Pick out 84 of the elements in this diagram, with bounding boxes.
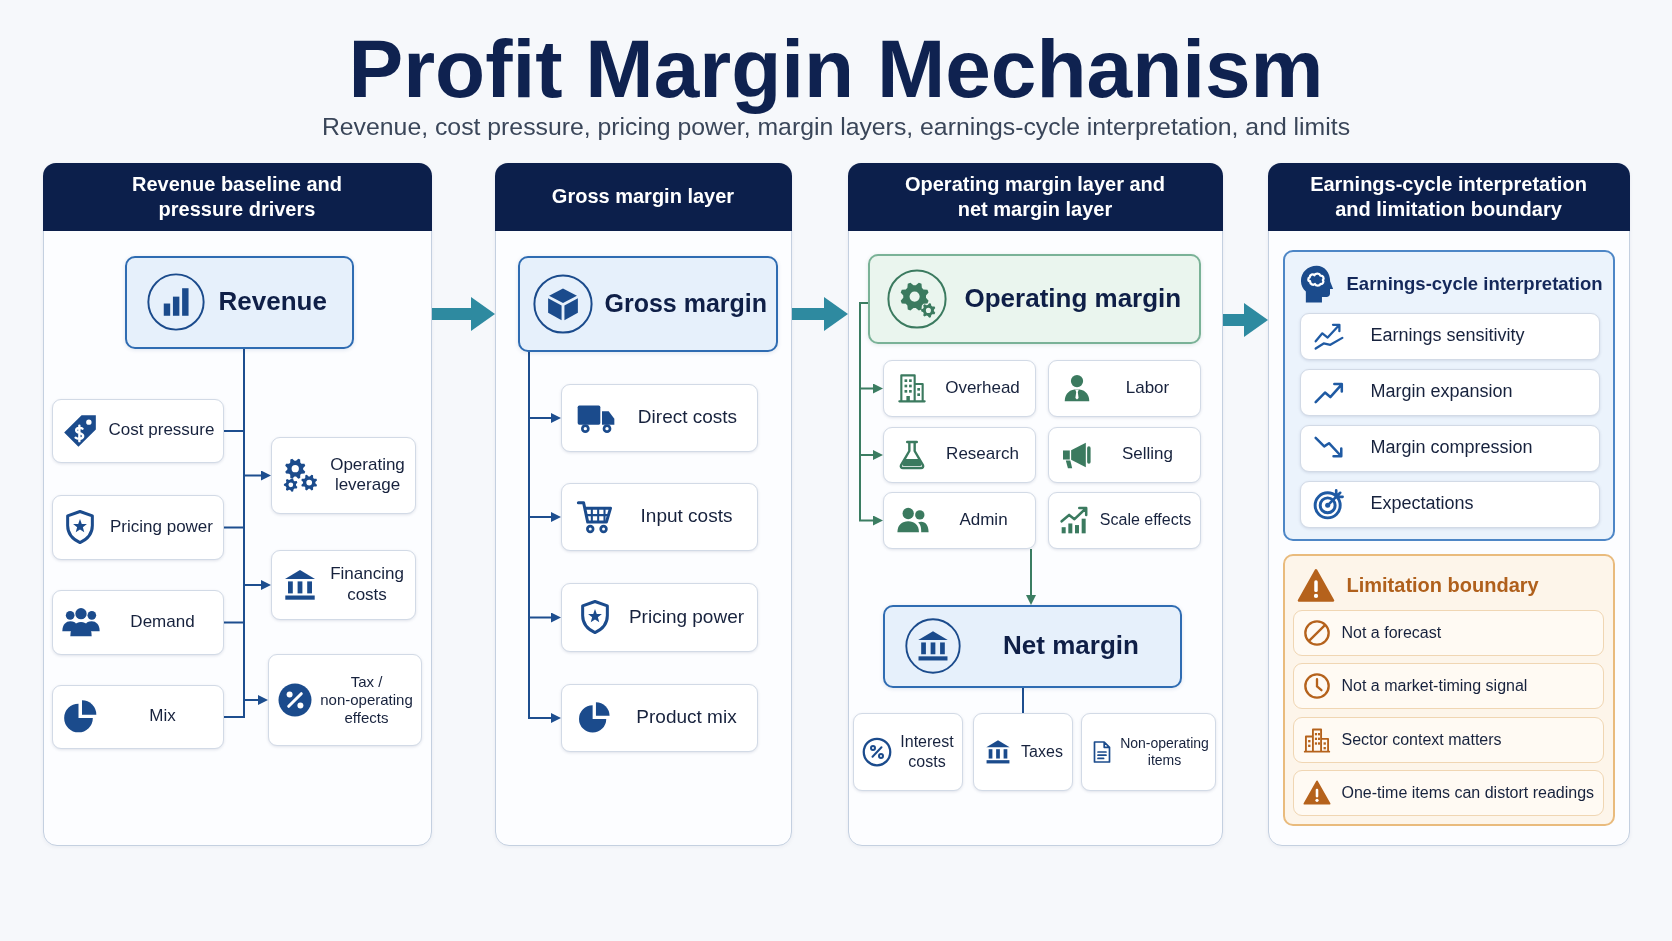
factor-label: Input costs (639, 505, 734, 528)
factor-label: Pricing power (109, 516, 214, 538)
factor-box (882, 426, 1036, 483)
factor-label: Product mix (635, 706, 738, 729)
factor-label: Interest costs (899, 732, 955, 771)
factor-label: Selling (1120, 444, 1174, 465)
factor-box (1299, 480, 1600, 528)
factor-label: Margin compression (1370, 437, 1534, 459)
factor-box (51, 589, 224, 655)
metric-label: Net margin (1002, 631, 1140, 661)
factor-box (882, 491, 1036, 549)
factor-label: Demand (129, 611, 196, 633)
factor-box (560, 383, 758, 452)
factor-label: Mix (148, 706, 177, 727)
factor-box (1292, 716, 1604, 763)
factor-box (1047, 359, 1201, 417)
factor-label: Tax / non-operating effects (319, 672, 414, 727)
layer-panel (43, 163, 432, 846)
layer-panel (495, 163, 792, 846)
factor-box (1292, 662, 1604, 709)
flow-arrow (1223, 303, 1268, 337)
factor-box (51, 398, 224, 463)
panel-heading: Operating margin layer and net margin layer (847, 162, 1223, 231)
metric-box (124, 255, 354, 349)
factor-label: One-time items can distort readings (1341, 782, 1596, 803)
group-panel (1282, 553, 1615, 826)
factor-box (560, 482, 758, 551)
factor-box (1299, 368, 1600, 416)
flow-arrow (792, 297, 848, 331)
factor-box (560, 683, 758, 752)
subtitle: Revenue, cost pressure, pricing power, margin layers, earnings-cycle interpretation, and limits (321, 113, 1351, 141)
flow-arrow (432, 297, 495, 331)
metric-label: Gross margin (604, 289, 769, 318)
factor-box (270, 436, 416, 514)
metric-box (517, 255, 778, 352)
group-heading: Earnings-cycle interpretation (1346, 271, 1603, 296)
arrow (243, 348, 268, 705)
factor-box (1047, 491, 1201, 549)
factor-label: Admin (958, 509, 1009, 531)
group-panel (1282, 249, 1615, 541)
factor-box (560, 582, 758, 652)
connector-line (1022, 687, 1024, 714)
layer-panel (848, 163, 1223, 846)
factor-label: Overhead (944, 377, 1021, 399)
factor-label: Taxes (1020, 741, 1064, 762)
factor-box (1299, 424, 1600, 472)
metric-label: Revenue (218, 287, 328, 317)
factor-label: Earnings sensitivity (1370, 325, 1526, 347)
factor-box (267, 653, 422, 746)
panel-heading: Gross margin layer (494, 162, 792, 231)
factor-label: Operating leverage (329, 454, 406, 496)
factor-label: Sector context matters (1341, 729, 1503, 750)
arrow (1026, 548, 1036, 605)
layer-panel (1268, 163, 1630, 846)
factor-label: Expectations (1370, 493, 1475, 515)
factor-box (270, 549, 416, 620)
factor-box (51, 684, 224, 749)
factor-box (1080, 712, 1216, 791)
panel-heading: Earnings-cycle interpretation and limitation boundary (1267, 162, 1630, 231)
factor-box (1292, 609, 1604, 656)
factor-label: Direct costs (636, 406, 739, 429)
factor-label: Pricing power (627, 605, 746, 629)
factor-label: Not a forecast (1341, 622, 1443, 643)
factor-label: Not a market-timing signal (1341, 675, 1529, 696)
factor-box (972, 712, 1073, 791)
factor-box (1299, 312, 1600, 360)
factor-box (51, 494, 224, 560)
factor-label: Financing costs (329, 564, 405, 605)
factor-box (852, 712, 963, 791)
metric-box (882, 604, 1182, 688)
factor-box (882, 359, 1036, 417)
group-heading: Limitation boundary (1346, 573, 1539, 598)
panel-heading: Revenue baseline and pressure drivers (42, 162, 432, 231)
factor-label: Non-operating items (1119, 734, 1210, 769)
factor-box (1292, 769, 1604, 816)
factor-label: Margin expansion (1370, 381, 1514, 403)
metric-box (867, 253, 1201, 344)
factor-label: Scale effects (1098, 510, 1193, 530)
factor-box (1047, 426, 1201, 483)
factor-label: Labor (1124, 377, 1171, 399)
arrow (859, 302, 883, 526)
factor-label: Cost pressure (107, 420, 216, 441)
metric-label: Operating margin (964, 283, 1183, 314)
factor-label: Research (945, 444, 1020, 465)
